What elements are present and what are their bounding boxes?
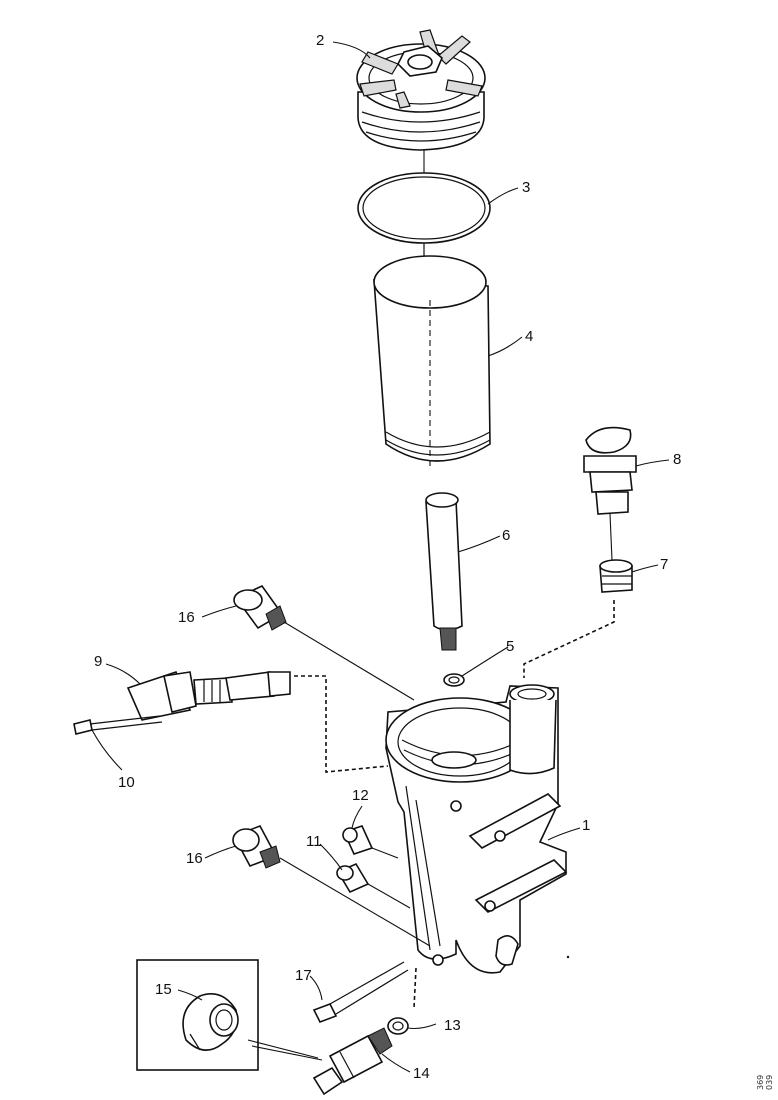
part-16-sensor-lower [232,824,431,947]
dashed-connection-9 [294,675,389,773]
figure-reference: 369 039 [756,1074,774,1090]
callout-15: 15 [155,981,172,998]
part-3-o-ring [357,172,491,244]
callout-16-lower: 16 [186,850,203,867]
callout-12: 12 [352,787,369,804]
callout-17: 17 [295,967,312,984]
callout-13: 13 [444,1017,461,1034]
callout-5: 5 [506,638,515,655]
callout-3: 3 [522,179,531,196]
dashed-connection-13 [413,967,417,1009]
part-14-valve [312,1027,393,1096]
callout-4: 4 [525,328,534,345]
part-15-inset-box [136,959,323,1071]
callout-1: 1 [582,817,591,834]
part-6-center-tube [425,492,463,651]
callout-leader-lines [91,41,670,1073]
callout-11: 11 [306,833,322,850]
part-7-connector [599,559,633,593]
callout-10: 10 [118,774,135,791]
callout-9: 9 [94,653,103,670]
part-10-bolt [73,715,163,735]
callout-2: 2 [316,32,325,49]
part-11-plug [336,862,411,909]
callout-7: 7 [660,556,669,573]
part-4-filter-element [373,255,491,470]
callout-14: 14 [413,1065,430,1082]
part-2-filter-cap [356,29,486,151]
callout-6: 6 [502,527,511,544]
part-5-seal [443,673,465,687]
part-17-long-bolt [312,961,409,1024]
part-16-sensor-upper [233,584,415,701]
callout-16-upper: 16 [178,609,195,626]
callout-8: 8 [673,451,682,468]
part-1-filter-housing [385,684,568,974]
stray-mark [566,955,570,959]
dashed-connection-7 [523,600,615,678]
part-9-heater [126,670,291,721]
part-12-plug [342,825,399,859]
part-8-fitting [583,426,637,561]
part-13-washer [387,1017,409,1035]
